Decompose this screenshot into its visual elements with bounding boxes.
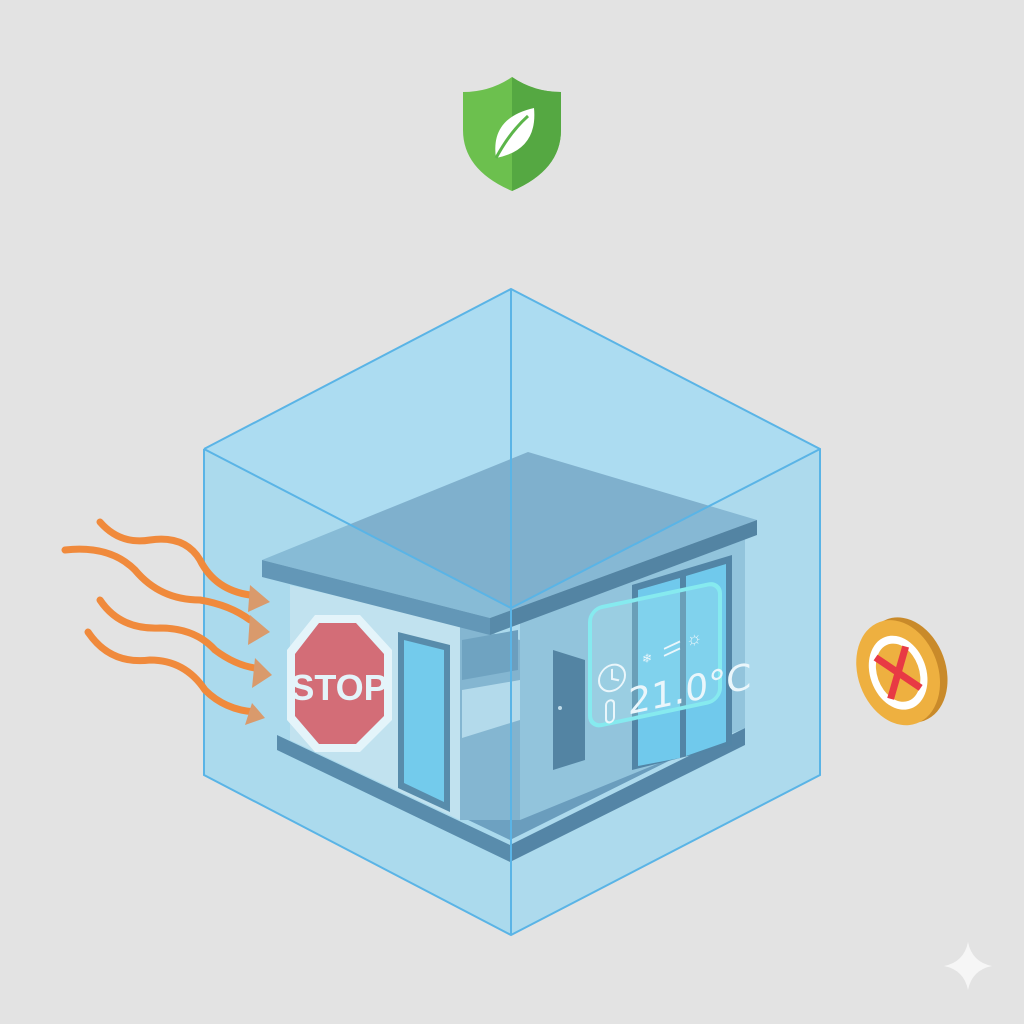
heat-wave-arrows-icon bbox=[61, 518, 272, 725]
no-cost-coin-icon bbox=[856, 617, 948, 726]
stop-sign-text: STOP bbox=[290, 667, 387, 708]
sparkle-icon bbox=[944, 942, 992, 990]
insulation-cube bbox=[203, 287, 821, 937]
sun-icon: ☼ bbox=[686, 627, 702, 650]
snowflake-icon: ❄ bbox=[642, 651, 652, 667]
wind-lines bbox=[663, 640, 681, 657]
thermometer-icon bbox=[605, 699, 615, 724]
shield-leaf-icon bbox=[463, 77, 561, 191]
stop-sign-icon: STOP bbox=[287, 615, 392, 752]
clock-icon bbox=[598, 663, 626, 693]
